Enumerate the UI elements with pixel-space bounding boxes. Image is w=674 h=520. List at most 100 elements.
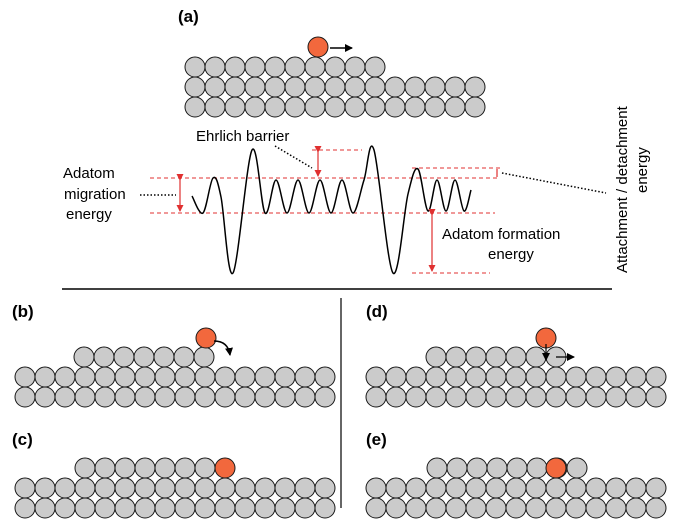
atom: [214, 477, 236, 499]
atom: [194, 497, 216, 519]
atom: [344, 56, 366, 78]
atom: [505, 346, 527, 368]
atom: [254, 366, 276, 388]
atom: [464, 96, 486, 118]
atom: [294, 386, 316, 408]
atom: [565, 386, 587, 408]
atom: [625, 477, 647, 499]
atom: [154, 477, 176, 499]
atom: [405, 386, 427, 408]
atom: [74, 386, 96, 408]
atom: [264, 76, 286, 98]
atom: [274, 366, 296, 388]
atom: [585, 497, 607, 519]
atom: [364, 56, 386, 78]
atom: [486, 457, 508, 479]
atom: [294, 497, 316, 519]
adatom: [545, 457, 567, 479]
atom: [585, 477, 607, 499]
atom: [625, 366, 647, 388]
atom: [134, 457, 156, 479]
atom: [444, 76, 466, 98]
atom: [184, 76, 206, 98]
adatom: [195, 327, 217, 349]
atom: [445, 477, 467, 499]
panel-label-e: (e): [366, 430, 387, 449]
atom: [645, 477, 667, 499]
atom: [425, 386, 447, 408]
atom: [565, 497, 587, 519]
atom: [174, 366, 196, 388]
atom-lattice-a: [184, 36, 486, 118]
atom-lattice-d: [365, 327, 667, 408]
atom: [426, 457, 448, 479]
atom: [485, 386, 507, 408]
atom: [545, 386, 567, 408]
atom: [445, 346, 467, 368]
atom: [294, 477, 316, 499]
atom: [625, 497, 647, 519]
atom: [74, 366, 96, 388]
atom: [405, 366, 427, 388]
atom: [605, 477, 627, 499]
atom: [365, 366, 387, 388]
atom: [324, 76, 346, 98]
atom: [173, 346, 195, 368]
atom: [645, 366, 667, 388]
atom: [344, 96, 366, 118]
atom: [254, 477, 276, 499]
atom: [284, 96, 306, 118]
atom: [445, 366, 467, 388]
adatom-formation-label-line1: Adatom formation: [442, 226, 560, 243]
atom: [193, 346, 215, 368]
atom: [445, 386, 467, 408]
atom: [284, 76, 306, 98]
atom: [505, 477, 527, 499]
atom: [405, 497, 427, 519]
atom: [314, 386, 336, 408]
atom: [174, 386, 196, 408]
atom: [294, 366, 316, 388]
ehrlich-barrier-label: Ehrlich barrier: [196, 128, 289, 145]
atom: [385, 497, 407, 519]
attachment-leader: [501, 172, 607, 194]
atom: [424, 76, 446, 98]
adatom-migration-label-line2: migration: [64, 186, 126, 203]
atom: [154, 457, 176, 479]
atom: [314, 497, 336, 519]
atom: [114, 366, 136, 388]
atom: [605, 386, 627, 408]
atom-lattice-b: [14, 327, 336, 408]
atom: [194, 457, 216, 479]
atom: [94, 366, 116, 388]
panel-label-c: (c): [12, 430, 33, 449]
atom: [465, 477, 487, 499]
atom: [174, 477, 196, 499]
atom: [565, 366, 587, 388]
atom: [425, 366, 447, 388]
attachment-label-line2: energy: [634, 147, 651, 193]
atom: [274, 477, 296, 499]
atom: [485, 477, 507, 499]
atom: [525, 366, 547, 388]
atom: [485, 497, 507, 519]
atom: [445, 497, 467, 519]
atom: [133, 346, 155, 368]
atom: [204, 56, 226, 78]
atom: [74, 477, 96, 499]
atom: [625, 386, 647, 408]
atom-lattice-e: [365, 457, 667, 519]
adatom: [307, 36, 329, 58]
atom: [365, 386, 387, 408]
atom: [525, 477, 547, 499]
atom: [444, 96, 466, 118]
atom: [114, 457, 136, 479]
atom: [525, 497, 547, 519]
atom: [505, 497, 527, 519]
atom: [404, 96, 426, 118]
atom: [34, 366, 56, 388]
atom: [585, 386, 607, 408]
atom: [324, 96, 346, 118]
atom: [424, 96, 446, 118]
